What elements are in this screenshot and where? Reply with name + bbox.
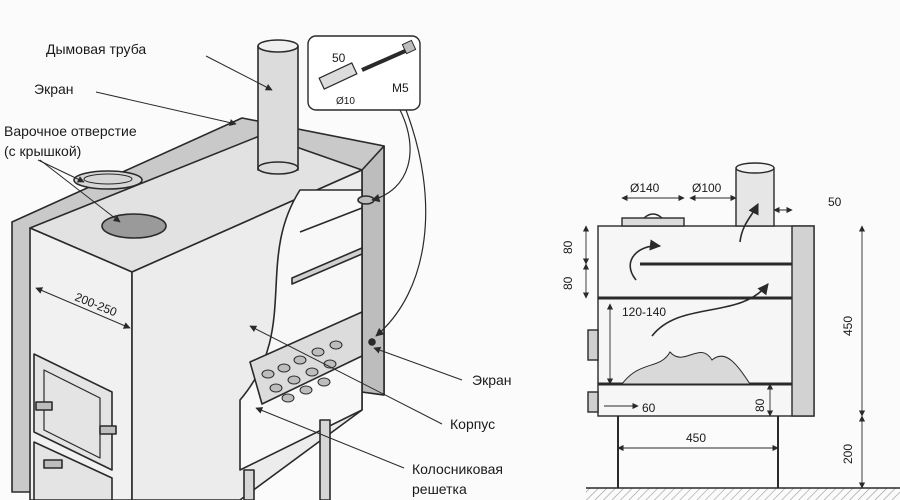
dim-d100: Ø100 bbox=[692, 181, 722, 195]
cooking-hole bbox=[101, 213, 167, 239]
section-ash-door bbox=[587, 391, 599, 413]
dim-d140: Ø140 bbox=[630, 181, 660, 195]
label-cooking-hole-lid: (с крышкой) bbox=[4, 143, 81, 159]
ground bbox=[586, 488, 900, 500]
grate-plate bbox=[249, 311, 363, 405]
fire bbox=[620, 351, 751, 385]
bolt-detail: 50 Ø10 M5 bbox=[307, 35, 427, 337]
shelf-top bbox=[299, 207, 363, 233]
dim-d200: 200 bbox=[841, 444, 855, 464]
chimney-pipe bbox=[257, 45, 299, 171]
leg bbox=[319, 419, 331, 500]
iso-stove bbox=[11, 39, 385, 500]
section-dim-texts: Ø140 Ø100 50 80 80 120-140 450 60 80 450… bbox=[561, 181, 855, 464]
grate-holes bbox=[261, 340, 343, 403]
dim-d80c: 80 bbox=[753, 398, 767, 412]
dim-d80b: 80 bbox=[561, 276, 575, 290]
furnace-door bbox=[33, 353, 117, 471]
label-body: Корпус bbox=[450, 416, 495, 432]
label-screen-top: Экран bbox=[34, 81, 74, 97]
section-body bbox=[597, 225, 815, 417]
dim-d450h: 450 bbox=[841, 316, 855, 336]
iso-labels: Дымовая труба Экран Варочное отверстие (… bbox=[4, 41, 512, 497]
leg bbox=[243, 469, 255, 500]
leader-lines bbox=[37, 55, 463, 469]
dim-d120: 120-140 bbox=[622, 305, 666, 319]
bolt-diameter-text: Ø10 bbox=[336, 96, 355, 107]
dim-d450w: 450 bbox=[686, 431, 706, 445]
section-screen bbox=[791, 225, 815, 417]
dim-d50: 50 bbox=[828, 195, 842, 209]
section-chimney bbox=[735, 167, 775, 227]
section-dimensions bbox=[582, 194, 866, 489]
label-cooking-hole: Варочное отверстие bbox=[4, 123, 137, 139]
shelf-upper bbox=[291, 247, 363, 285]
label-chimney: Дымовая труба bbox=[46, 41, 146, 57]
ash-door bbox=[33, 441, 113, 500]
section-drawing bbox=[586, 162, 900, 500]
flow-arrows bbox=[629, 202, 769, 337]
label-grate-2: решетка bbox=[412, 481, 467, 497]
screen-side bbox=[361, 145, 385, 396]
label-screen-right: Экран bbox=[472, 372, 512, 388]
dim-d80a: 80 bbox=[561, 240, 575, 254]
label-grate: Колосниковая bbox=[412, 461, 503, 477]
bolt-thread-text: M5 bbox=[392, 81, 409, 95]
section-lid bbox=[621, 217, 685, 227]
section-door bbox=[587, 329, 599, 361]
bolt-length-text: 50 bbox=[332, 51, 346, 65]
dim-d60: 60 bbox=[642, 401, 656, 415]
